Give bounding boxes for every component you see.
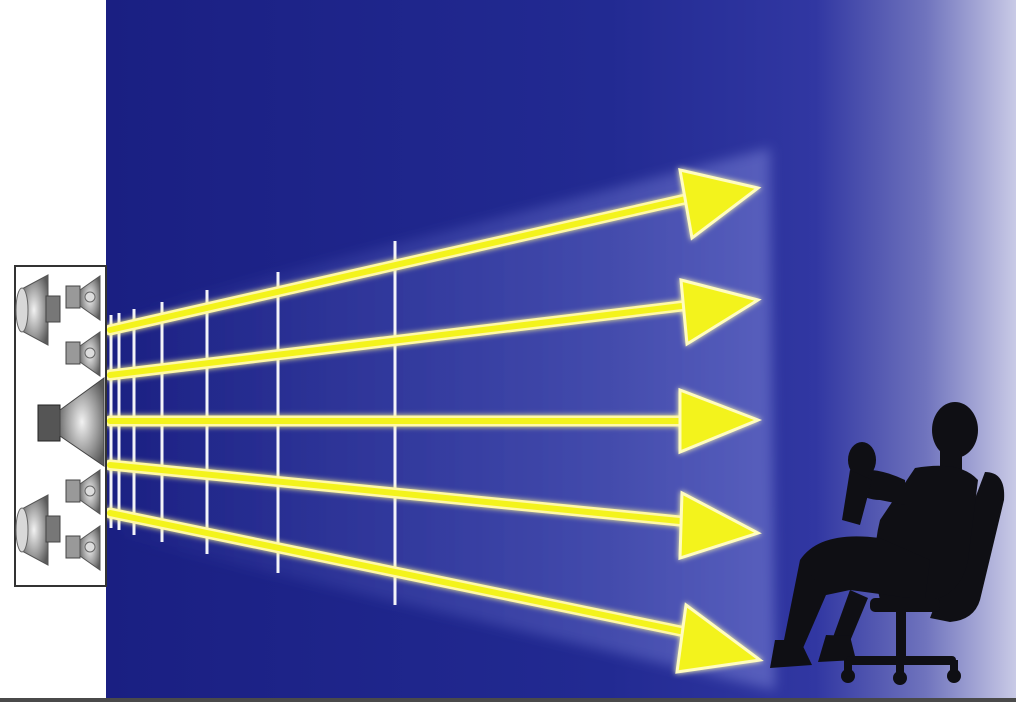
bottom-border	[0, 698, 1016, 702]
speaker-array-icon	[15, 266, 106, 586]
